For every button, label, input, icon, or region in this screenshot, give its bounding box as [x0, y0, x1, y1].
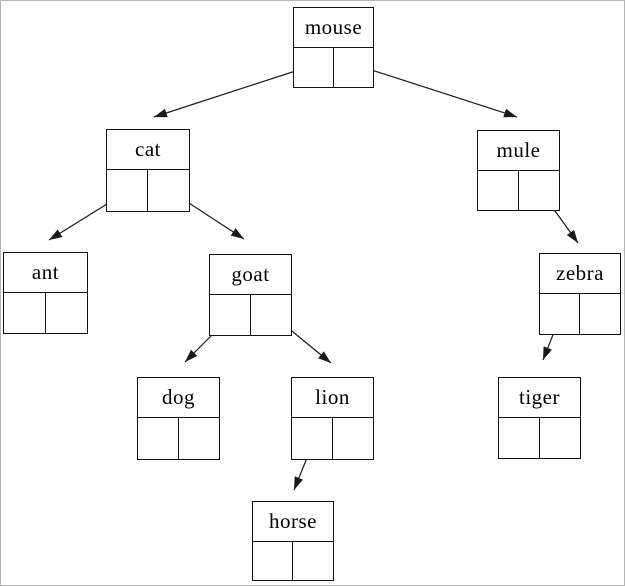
node-cat-right-pointer-cell — [148, 170, 189, 211]
node-lion: lion — [291, 377, 374, 460]
edge-mouse-right-mule — [352, 63, 518, 118]
node-zebra-label: zebra — [540, 254, 620, 294]
node-mule-left-pointer-cell — [478, 171, 519, 210]
node-cat: cat — [106, 129, 190, 212]
node-ant: ant — [3, 252, 88, 334]
node-mule: mule — [477, 130, 560, 211]
node-mule-label: mule — [478, 131, 559, 171]
node-horse-label: horse — [253, 502, 333, 542]
node-goat-left-pointer-cell — [210, 295, 251, 335]
node-horse-right-pointer-cell — [293, 542, 333, 580]
node-mouse-pointer-cells — [294, 48, 373, 87]
node-horse-pointer-cells — [253, 542, 333, 580]
node-ant-pointer-cells — [4, 293, 87, 333]
node-mule-pointer-cells — [478, 171, 559, 210]
node-dog-right-pointer-cell — [179, 418, 220, 459]
node-ant-left-pointer-cell — [4, 293, 46, 333]
node-tiger-label: tiger — [499, 378, 580, 418]
node-cat-label: cat — [107, 130, 189, 170]
node-mouse-label: mouse — [294, 8, 373, 48]
node-cat-pointer-cells — [107, 170, 189, 211]
node-goat-pointer-cells — [210, 295, 291, 335]
node-tiger-right-pointer-cell — [540, 418, 581, 458]
node-lion-pointer-cells — [292, 418, 373, 459]
node-dog-left-pointer-cell — [138, 418, 179, 459]
node-lion-right-pointer-cell — [333, 418, 374, 459]
node-mouse-left-pointer-cell — [294, 48, 334, 87]
node-goat-label: goat — [210, 255, 291, 295]
node-mule-right-pointer-cell — [519, 171, 560, 210]
node-lion-left-pointer-cell — [292, 418, 333, 459]
node-zebra-right-pointer-cell — [580, 294, 620, 334]
node-tiger-left-pointer-cell — [499, 418, 540, 458]
node-mouse: mouse — [293, 7, 374, 88]
node-cat-left-pointer-cell — [107, 170, 148, 211]
node-ant-right-pointer-cell — [46, 293, 88, 333]
node-dog: dog — [137, 377, 220, 460]
node-horse-left-pointer-cell — [253, 542, 293, 580]
node-dog-pointer-cells — [138, 418, 219, 459]
node-zebra-pointer-cells — [540, 294, 620, 334]
node-zebra: zebra — [539, 253, 621, 335]
node-goat-right-pointer-cell — [251, 295, 292, 335]
edge-mouse-left-cat — [153, 64, 315, 118]
node-tiger-pointer-cells — [499, 418, 580, 458]
node-tiger: tiger — [498, 377, 581, 459]
node-horse: horse — [252, 501, 334, 581]
node-mouse-right-pointer-cell — [334, 48, 374, 87]
node-zebra-left-pointer-cell — [540, 294, 580, 334]
node-lion-label: lion — [292, 378, 373, 418]
node-dog-label: dog — [138, 378, 219, 418]
node-goat: goat — [209, 254, 292, 336]
node-ant-label: ant — [4, 253, 87, 293]
